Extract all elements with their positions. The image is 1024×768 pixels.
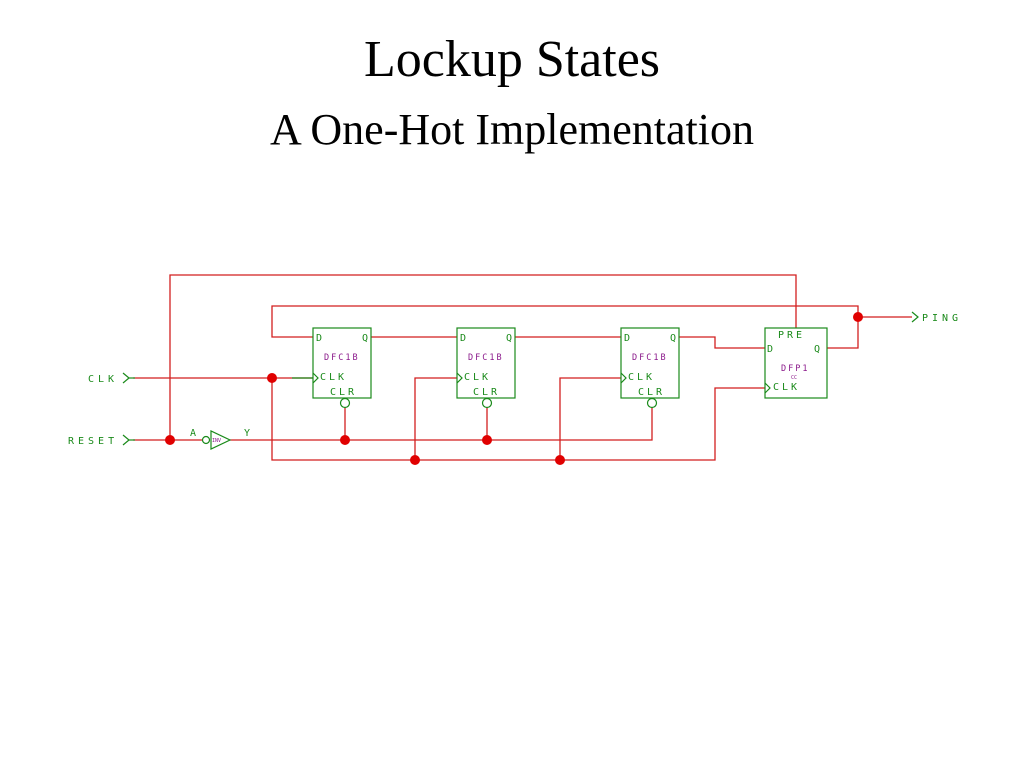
feedback-net: [271, 305, 859, 338]
ff3-clr-pin: CLR: [638, 387, 665, 398]
ff4-subcell: CC: [791, 375, 797, 381]
ff3-d-pin: D: [624, 333, 633, 344]
clock-triangle: [312, 372, 319, 384]
ff1-q-pin: Q: [362, 333, 371, 344]
ff4-cell-name: DFP1: [781, 364, 809, 374]
clock-branch-2: [414, 377, 457, 460]
ff1-clr-pin: CLR: [330, 387, 357, 398]
ff2-d-pin: D: [460, 333, 469, 344]
ff1-clk-pin: CLK: [320, 372, 347, 383]
ff4-d-pin: D: [767, 344, 776, 355]
junction-dot: [165, 435, 175, 445]
inverter-bubble: [201, 435, 211, 445]
junction-dot: [853, 312, 863, 322]
ff1-cell-name: DFC1B: [324, 353, 360, 363]
clear-bubble: [646, 397, 658, 409]
ff2-clr-pin: CLR: [473, 387, 500, 398]
ff4-clk-pin: CLK: [773, 382, 800, 393]
junction-dot: [410, 455, 420, 465]
flipflop-4: [764, 327, 828, 399]
clock-triangle: [456, 372, 463, 384]
clear-bubble: [339, 397, 351, 409]
clear-bubble: [481, 397, 493, 409]
inverter-gate: [210, 430, 232, 450]
clock-distribution-net: [271, 378, 765, 461]
ping-port-label: PING: [922, 313, 962, 324]
ff3-q-pin: Q: [670, 333, 679, 344]
ff4-pre-pin: PRE: [778, 330, 805, 341]
inverter-input-pin: A: [190, 428, 199, 439]
inverter-output-pin: Y: [244, 428, 253, 439]
q4-output-net: [827, 316, 912, 349]
ff1-d-pin: D: [316, 333, 325, 344]
clock-branch-3: [559, 377, 621, 460]
ff3-cell-name: DFC1B: [632, 353, 668, 363]
junction-dot: [555, 455, 565, 465]
flipflop-1: [312, 327, 372, 399]
junction-dot: [267, 373, 277, 383]
clock-triangle: [764, 382, 771, 394]
slide-title: Lockup States: [363, 31, 661, 88]
ff2-clk-pin: CLK: [464, 372, 491, 383]
ff4-q-pin: Q: [814, 344, 823, 355]
ff3-clk-pin: CLK: [628, 372, 655, 383]
ff2-cell-name: DFC1B: [468, 353, 504, 363]
clk-port-label: CLK: [88, 374, 118, 385]
q3-d4-net: [679, 336, 765, 349]
ff2-q-pin: Q: [506, 333, 515, 344]
reset-port-arrow: [122, 434, 130, 446]
inverter-cell-name: INV: [212, 438, 221, 444]
ping-port-arrow: [911, 311, 919, 323]
clk-port-arrow: [122, 372, 130, 384]
clear-net: [230, 408, 653, 441]
junction-dot: [482, 435, 492, 445]
clock-triangle: [620, 372, 627, 384]
reset-preset-net: [169, 274, 797, 440]
slide-subtitle: A One-Hot Implementation: [270, 105, 754, 154]
flipflop-3: [620, 327, 680, 399]
reset-port-label: RESET: [68, 436, 118, 447]
junction-dot: [340, 435, 350, 445]
